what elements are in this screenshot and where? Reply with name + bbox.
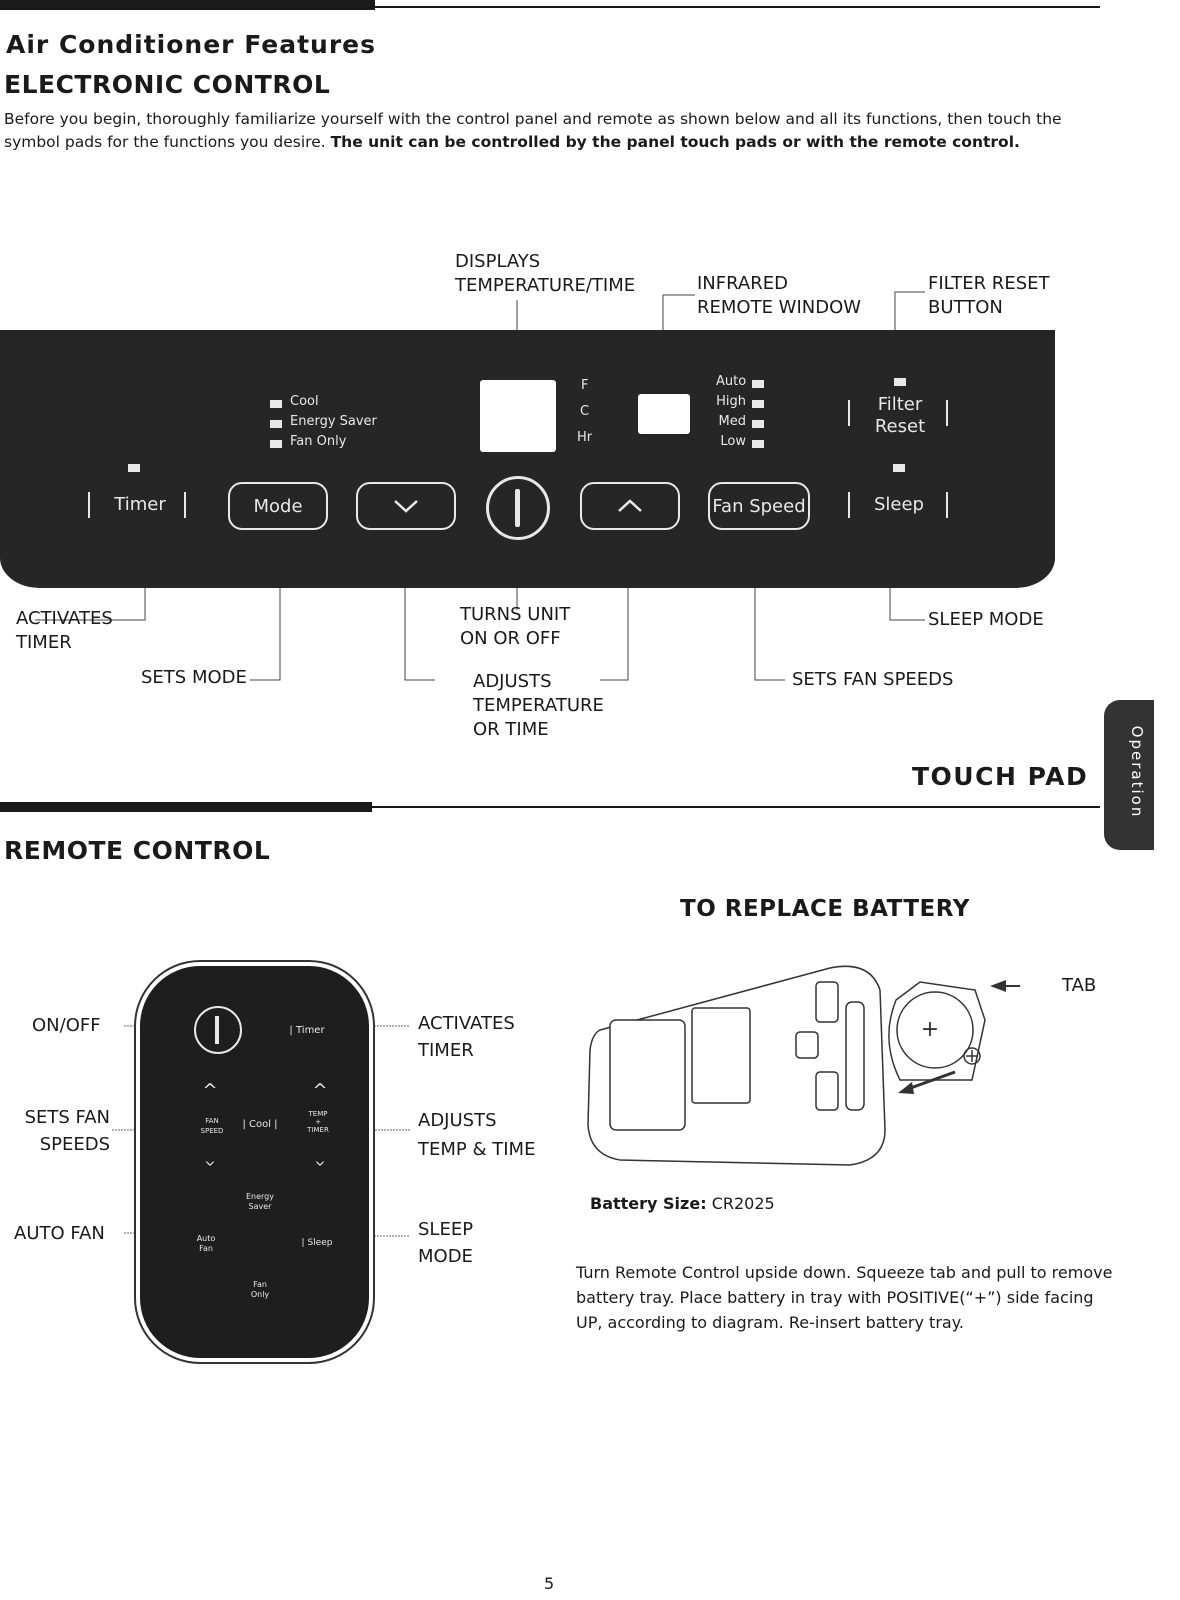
timer-bar-left: [88, 492, 90, 518]
remote-callout-sleep: SLEEP MODE: [418, 1219, 474, 1267]
remote-callout-auto-fan: AUTO FAN: [14, 1223, 105, 1244]
remote-callout-adjusts: ADJUSTS TEMP & TIME: [418, 1110, 536, 1160]
led-med: [752, 420, 764, 428]
remote-cool-button[interactable]: | Cool |: [242, 1119, 278, 1130]
remote-fan-down-icon[interactable]: ^: [204, 1151, 216, 1167]
filter-bar-left: [848, 400, 850, 426]
fan-level-med: Med: [718, 414, 746, 429]
callout-activates-timer: ACTIVATES TIMER: [16, 608, 113, 653]
remote-rule-thick: [0, 802, 372, 812]
operation-side-tab: Operation: [1104, 700, 1154, 850]
fan-level-low: Low: [720, 434, 746, 449]
remote-temp-down-icon[interactable]: ^: [314, 1151, 326, 1167]
battery-size: Battery Size: CR2025: [590, 1194, 775, 1213]
filter-reset-button[interactable]: Filter Reset: [874, 394, 926, 437]
led-energy-saver: [270, 420, 282, 428]
chevron-down-icon: [394, 500, 418, 513]
remote-callout-on-off: ON/OFF: [32, 1015, 101, 1036]
mode-button[interactable]: Mode: [228, 482, 328, 530]
remote-callout-sets-fan: SETS FAN SPEEDS: [24, 1107, 110, 1155]
up-button[interactable]: [580, 482, 680, 530]
battery-size-label: Battery Size:: [590, 1194, 707, 1213]
fan-level-high: High: [716, 394, 746, 409]
led-cool: [270, 400, 282, 408]
remote-energy-saver-button[interactable]: Energy Saver: [245, 1192, 274, 1211]
unit-hr: Hr: [577, 430, 593, 445]
mode-label-fan-only: Fan Only: [290, 434, 347, 449]
infrared-window: [638, 394, 690, 434]
touch-pad-title: TOUCH PAD: [912, 762, 1089, 791]
led-sleep: [893, 464, 905, 472]
remote-fan-only-button[interactable]: Fan Only: [250, 1280, 270, 1299]
section-heading-remote-control: REMOTE CONTROL: [4, 836, 271, 865]
touch-control-panel: Cool Energy Saver Fan Only F C Hr Auto H…: [0, 330, 1055, 588]
callout-sleep-mode: SLEEP MODE: [928, 609, 1044, 630]
remote-fan-speed-label: FAN SPEED: [200, 1117, 224, 1135]
down-button[interactable]: [356, 482, 456, 530]
remote-callout-activates-timer: ACTIVATES TIMER: [418, 1013, 515, 1061]
remote-sleep-button[interactable]: | Sleep: [301, 1238, 333, 1248]
remote-temp-up-icon[interactable]: ^: [312, 1080, 328, 1101]
remote-auto-fan-button[interactable]: Auto Fan: [196, 1234, 216, 1253]
sleep-bar-left: [848, 492, 850, 518]
page-title: Air Conditioner Features: [6, 30, 377, 59]
side-tab-label: Operation: [1128, 725, 1146, 819]
chevron-up-icon: [618, 499, 642, 512]
callout-sets-mode: SETS MODE: [141, 667, 247, 688]
timer-button[interactable]: Timer: [114, 494, 166, 515]
filter-bar-right: [946, 400, 948, 426]
page-number: 5: [544, 1574, 555, 1593]
remote-power-icon: [215, 1016, 219, 1044]
battery-size-value: CR2025: [711, 1194, 775, 1213]
led-timer: [128, 464, 140, 472]
callout-infrared: INFRARED REMOTE WINDOW: [697, 273, 862, 318]
tab-arrow-icon: [990, 980, 1006, 992]
remote-fan-up-icon[interactable]: ^: [202, 1080, 218, 1101]
power-button[interactable]: [486, 476, 550, 540]
callout-adjusts-temperature: ADJUSTS TEMPERATURE OR TIME: [473, 671, 604, 740]
sleep-button[interactable]: Sleep: [873, 494, 924, 515]
remote-timer-label: Timer: [295, 1025, 325, 1036]
intro-text: Before you begin, thoroughly familiarize…: [4, 110, 1062, 151]
remote-rule-thin: [372, 806, 1100, 808]
led-fan-only: [270, 440, 282, 448]
top-rule-thin: [375, 6, 1100, 8]
mode-label-cool: Cool: [290, 394, 319, 409]
remote-cool-label: Cool: [249, 1119, 271, 1130]
remote-control: | Timer ^ ^ FAN SPEED | Cool | TEMP + TI…: [140, 966, 369, 1358]
led-filter: [894, 378, 906, 386]
intro-bold-text: The unit can be controlled by the panel …: [330, 133, 1020, 151]
temperature-display: [480, 380, 556, 452]
power-icon: [515, 489, 520, 527]
callout-filter-reset: FILTER RESET BUTTON: [928, 273, 1050, 318]
remote-temp-timer-label: TEMP + TIMER: [307, 1110, 329, 1134]
positive-marker: [963, 1047, 981, 1065]
remote-sleep-label: Sleep: [307, 1238, 333, 1248]
tab-label: TAB: [1062, 975, 1097, 996]
timer-bar-right: [184, 492, 186, 518]
battery-diagram: +: [587, 965, 1020, 1166]
led-auto: [752, 380, 764, 388]
unit-f: F: [581, 378, 589, 393]
intro-paragraph: Before you begin, thoroughly familiarize…: [4, 108, 1114, 154]
battery-instructions: Turn Remote Control upside down. Squeeze…: [576, 1263, 1113, 1332]
top-rule-thick: [0, 0, 375, 10]
callout-displays: DISPLAYS TEMPERATURE/TIME: [455, 251, 636, 296]
plus-sign: +: [921, 1017, 939, 1042]
remote-power-button[interactable]: [194, 1006, 242, 1054]
battery-heading: TO REPLACE BATTERY: [680, 896, 970, 922]
remote-timer-button[interactable]: | Timer: [289, 1025, 325, 1036]
led-high: [752, 400, 764, 408]
unit-c: C: [580, 404, 590, 419]
mode-label-energy-saver: Energy Saver: [290, 414, 377, 429]
sleep-bar-right: [946, 492, 948, 518]
callout-sets-fan-speeds: SETS FAN SPEEDS: [792, 669, 954, 690]
callout-turns-unit: TURNS UNIT ON OR OFF: [460, 604, 571, 649]
section-heading-electronic-control: ELECTRONIC CONTROL: [4, 70, 331, 99]
fan-level-auto: Auto: [716, 374, 747, 389]
led-low: [752, 440, 764, 448]
fan-speed-button[interactable]: Fan Speed: [708, 482, 810, 530]
